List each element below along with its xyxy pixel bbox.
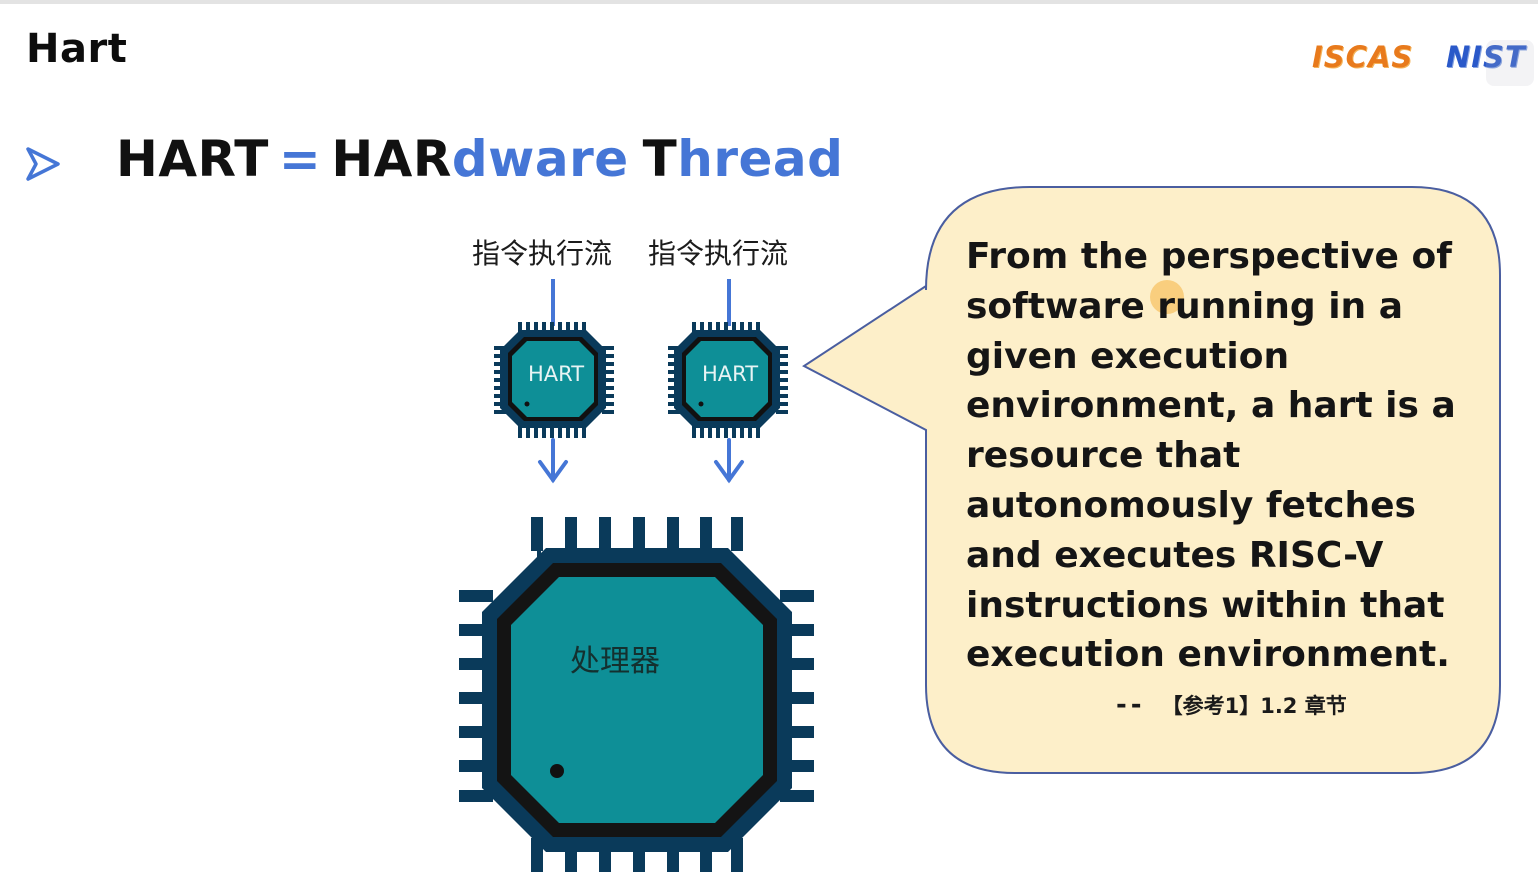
heading-dware: dware bbox=[451, 130, 629, 188]
callout-text: From the perspective of software running… bbox=[966, 232, 1466, 680]
callout-line: instructions within that bbox=[966, 584, 1445, 626]
callout-line: execution environment. bbox=[966, 634, 1450, 676]
callout-line: software running in a bbox=[966, 285, 1403, 327]
iscas-logo: ISCAS bbox=[1312, 40, 1414, 74]
processor-label: 处理器 bbox=[570, 644, 660, 679]
callout-bubble bbox=[802, 186, 1501, 774]
heading-hart: HART bbox=[116, 130, 269, 188]
citation-dash: -- bbox=[1116, 690, 1146, 720]
hart-label-2: HART bbox=[701, 362, 759, 386]
down-arrow-1 bbox=[538, 438, 568, 484]
callout-line: resource that bbox=[966, 435, 1241, 477]
hart-chip-1 bbox=[494, 322, 614, 438]
callout-line: environment, a hart is a bbox=[966, 385, 1456, 427]
down-arrow-2 bbox=[714, 438, 744, 484]
processor-chip bbox=[459, 517, 814, 872]
callout-line: autonomously fetches bbox=[966, 484, 1416, 526]
heading-har: HAR bbox=[331, 130, 452, 188]
slide-title: Hart bbox=[26, 26, 128, 72]
heading-equals: = bbox=[278, 130, 322, 188]
arrow-bullet-icon bbox=[26, 147, 60, 181]
hart-label-1: HART bbox=[527, 362, 585, 386]
heading-hread: hread bbox=[677, 130, 844, 188]
pointer-highlight bbox=[1150, 280, 1184, 314]
flow-label-1: 指令执行流 bbox=[472, 237, 613, 270]
citation: -- 【参考1】1.2 章节 bbox=[1116, 690, 1347, 720]
callout-line: and executes RISC-V bbox=[966, 534, 1384, 576]
flow-label-2: 指令执行流 bbox=[648, 237, 789, 270]
nist-logo: NIST bbox=[1446, 40, 1526, 74]
callout-line: given execution bbox=[966, 335, 1290, 377]
callout-line: From the perspective of bbox=[966, 236, 1452, 277]
top-divider bbox=[0, 0, 1538, 4]
heading-t: T bbox=[642, 130, 678, 188]
watermark-icon bbox=[1486, 40, 1534, 86]
citation-text: 【参考1】1.2 章节 bbox=[1161, 694, 1347, 718]
hart-chip-2 bbox=[668, 322, 788, 438]
